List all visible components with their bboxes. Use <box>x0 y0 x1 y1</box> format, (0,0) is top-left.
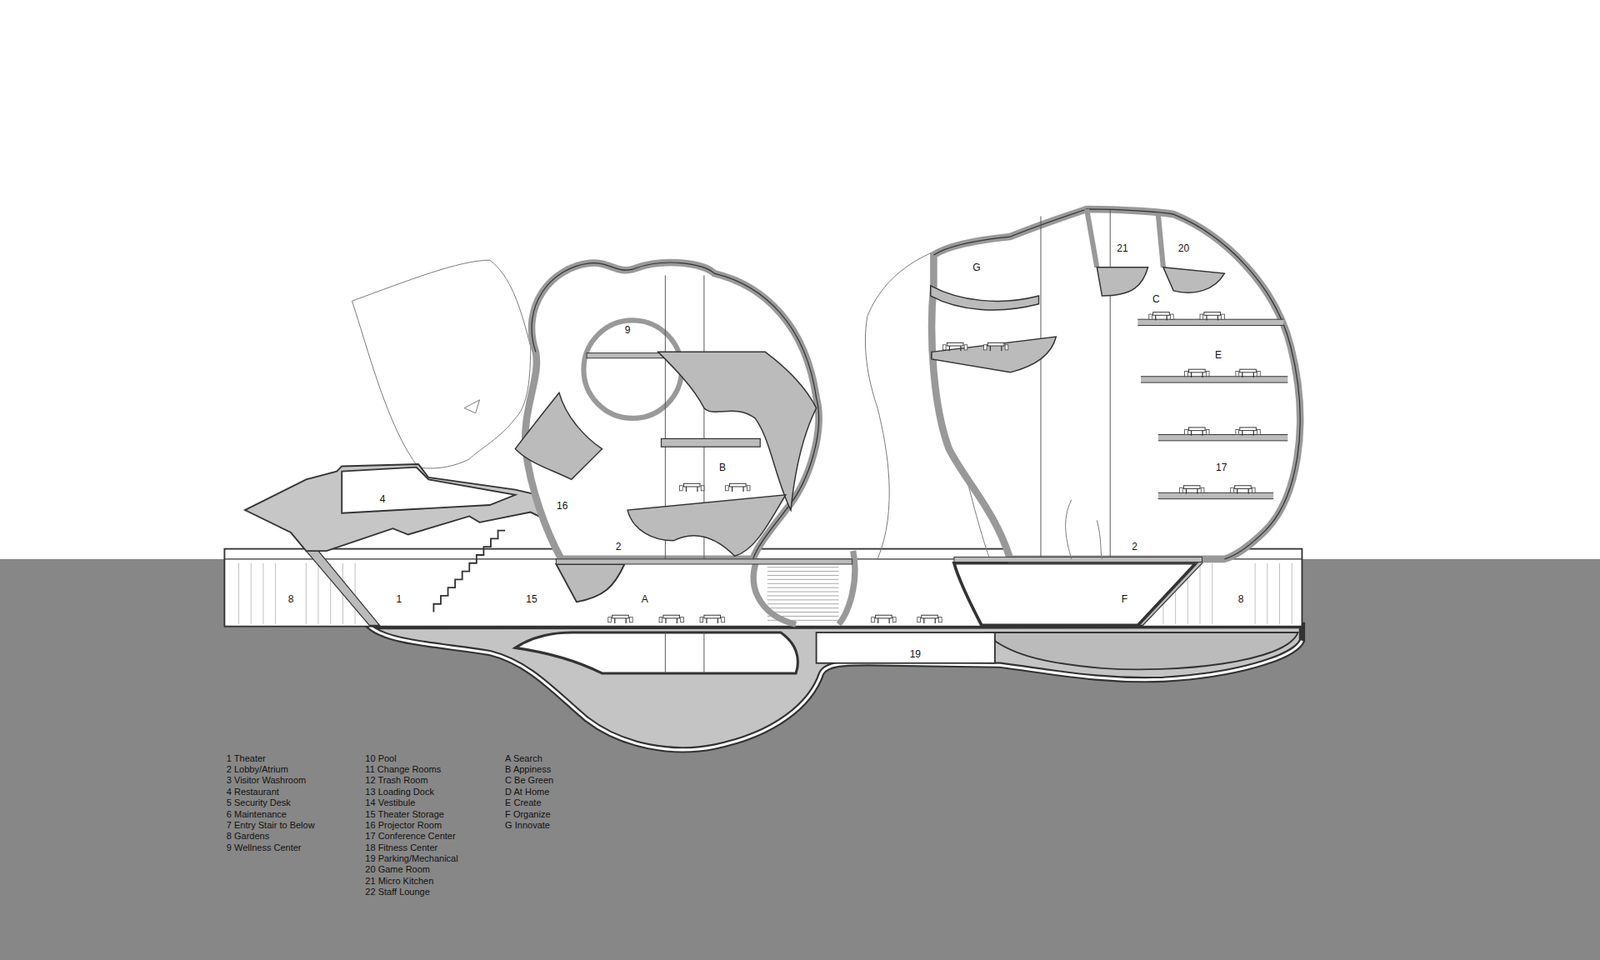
ghost-outline <box>351 260 530 469</box>
legend-entry: A Search <box>505 752 543 764</box>
tower-edge <box>933 209 1300 560</box>
organic-mass <box>627 495 786 556</box>
theater-seating <box>433 530 505 613</box>
legend-entry: 9 Wellness Center <box>226 841 302 853</box>
floor-slab <box>1137 322 1288 496</box>
room-f <box>954 563 1196 626</box>
roof-slab <box>245 464 572 551</box>
slab <box>555 559 852 565</box>
slab <box>555 564 625 602</box>
legend-entry: 22 Staff Lounge <box>365 885 430 897</box>
ghost-detail <box>464 400 480 414</box>
room-label: 16 <box>555 500 570 512</box>
legend-entry: 14 Vestibule <box>365 797 415 809</box>
foundation <box>369 625 1302 750</box>
legend-entry: 21 Micro Kitchen <box>365 875 434 886</box>
core <box>1040 210 1110 560</box>
room-label: 21 <box>1115 242 1130 255</box>
room-label: 17 <box>1214 461 1229 474</box>
room-label: 4 <box>378 493 388 505</box>
lower-room <box>515 632 798 674</box>
room-label: 1 <box>394 593 404 605</box>
slab <box>930 285 1040 310</box>
slab <box>1163 267 1225 293</box>
room-label: 2 <box>1130 540 1140 553</box>
legend-entry: C Be Green <box>505 775 554 786</box>
legend-entry: 16 Projector Room <box>365 819 442 830</box>
room-label: 15 <box>524 593 539 605</box>
slab <box>660 438 760 447</box>
room-label: 8 <box>1236 593 1246 605</box>
room-label: 9 <box>623 324 633 336</box>
room-label: 20 <box>1176 242 1191 255</box>
legend-entry: 18 Fitness Center <box>365 841 438 853</box>
wellness-pod <box>583 320 682 419</box>
slab <box>1096 267 1148 296</box>
slab <box>954 556 1203 562</box>
legend-entry: 4 Restaurant <box>226 785 280 797</box>
room-label: F <box>1120 593 1130 605</box>
room-label: B <box>717 461 728 474</box>
legend-entry: 6 Maintenance <box>226 808 287 820</box>
legend-entry: B Appiness <box>505 764 551 775</box>
stair-curve <box>1065 500 1103 560</box>
room-label: E <box>1213 349 1224 361</box>
organic-mass <box>515 392 602 480</box>
slab <box>985 632 1299 670</box>
legend-entry: 5 Security Desk <box>226 797 291 809</box>
tower-shell <box>525 262 819 560</box>
legend-entry: 1 Theater <box>226 752 266 764</box>
slab <box>931 336 1056 373</box>
tower-shell <box>931 209 1300 560</box>
wall <box>305 550 380 625</box>
legend-entry: 15 Theater Storage <box>365 808 445 820</box>
legend-entry: 8 Gardens <box>226 830 270 842</box>
room-label: 19 <box>908 648 923 660</box>
parking <box>816 632 995 664</box>
legend-entry: F Organize <box>505 808 550 820</box>
stair <box>767 567 840 621</box>
legend-entry: 19 Parking/Mechanical <box>365 852 458 864</box>
legend-entry: 2 Lobby/Atrium <box>226 764 289 775</box>
legend-entry: 3 Visitor Washroom <box>226 775 306 786</box>
wall <box>753 559 796 625</box>
legend-entry: E Create <box>505 797 541 809</box>
legend-entry: 10 Pool <box>365 752 396 764</box>
room-label: G <box>970 261 982 274</box>
floor-edge <box>1137 319 1288 499</box>
tower-edge <box>531 262 819 560</box>
foundation-line <box>369 626 1302 750</box>
basement <box>224 549 1302 627</box>
room-label: C <box>1150 293 1162 305</box>
legend-entry: 13 Loading Dock <box>365 785 435 797</box>
legend-entry: 20 Game Room <box>365 864 430 875</box>
room-label: 2 <box>614 540 624 553</box>
legend-entry: 12 Trash Room <box>365 775 428 786</box>
restaurant <box>341 467 515 514</box>
organic-mass <box>658 351 817 510</box>
legend-entry: 7 Entry Stair to Below <box>226 819 315 830</box>
room-label: A <box>640 593 650 605</box>
legend-entry: G Innovate <box>505 819 550 830</box>
legend-entry: D At Home <box>505 785 550 797</box>
wall <box>1086 209 1164 268</box>
room-label: 8 <box>286 593 296 605</box>
legend-entry: 17 Conference Center <box>365 830 455 842</box>
legend-entry: 11 Change Rooms <box>365 764 441 775</box>
core <box>665 632 705 674</box>
